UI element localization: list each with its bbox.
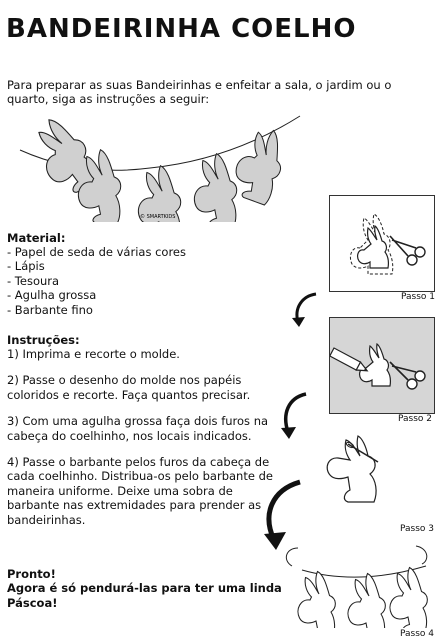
instructions-section: Instruções: 1) Imprima e recorte o molde… bbox=[7, 333, 275, 539]
list-item: - Barbante fino bbox=[7, 302, 93, 317]
credit-text: © SMARTKIDS bbox=[140, 213, 175, 220]
arrow-icon bbox=[264, 479, 301, 550]
instruction-step-2: 2) Passe o desenho do molde nos papéis c… bbox=[7, 373, 251, 402]
bunny-garland-illustration: © SMARTKIDS bbox=[19, 112, 301, 222]
material-heading: Material: bbox=[7, 231, 66, 245]
step-1-label: Passo 1 bbox=[401, 292, 436, 302]
material-section: Material: - Papel de seda de várias core… bbox=[7, 231, 267, 317]
instruction-step-4: 4) Passe o barbante pelos furos da cabeç… bbox=[7, 455, 273, 527]
list-item: - Agulha grossa bbox=[7, 288, 97, 303]
scissors-icon bbox=[389, 235, 426, 266]
step-3-illustration bbox=[326, 435, 379, 503]
final-line-1: Pronto! bbox=[7, 567, 56, 581]
arrow-icon bbox=[281, 392, 307, 439]
needle-icon bbox=[345, 441, 379, 463]
bunny-5 bbox=[227, 122, 293, 207]
list-item: - Papel de seda de várias cores bbox=[7, 245, 186, 259]
page-title: BANDEIRINHA COELHO bbox=[6, 14, 357, 44]
instruction-step-3: 3) Com uma agulha grossa faça dois furos… bbox=[7, 414, 269, 443]
step-4-illustration bbox=[285, 545, 428, 628]
list-item: - Lápis bbox=[7, 259, 45, 274]
intro-text: Para preparar as suas Bandeirinhas e enf… bbox=[7, 78, 392, 106]
instruction-step-1: 1) Imprima e recorte o molde. bbox=[7, 347, 180, 361]
step-4-label: Passo 4 bbox=[400, 629, 435, 639]
scissors-icon bbox=[389, 361, 426, 390]
final-line-2: Agora é só pendurá-las para ter uma lind… bbox=[7, 581, 282, 610]
material-list: - Papel de seda de várias cores - Lápis … bbox=[7, 245, 267, 317]
instructions-heading: Instruções: bbox=[7, 333, 80, 347]
arrow-icon bbox=[292, 292, 317, 327]
step-3-label: Passo 3 bbox=[400, 524, 435, 534]
step-1-illustration bbox=[329, 195, 435, 292]
step-2-label: Passo 2 bbox=[398, 414, 433, 424]
pencil-icon bbox=[330, 347, 369, 372]
list-item: - Tesoura bbox=[7, 273, 60, 288]
final-message: Pronto! Agora é só pendurá-las para ter … bbox=[7, 567, 307, 610]
bunny-4 bbox=[193, 153, 238, 222]
step-2-illustration bbox=[329, 317, 435, 414]
